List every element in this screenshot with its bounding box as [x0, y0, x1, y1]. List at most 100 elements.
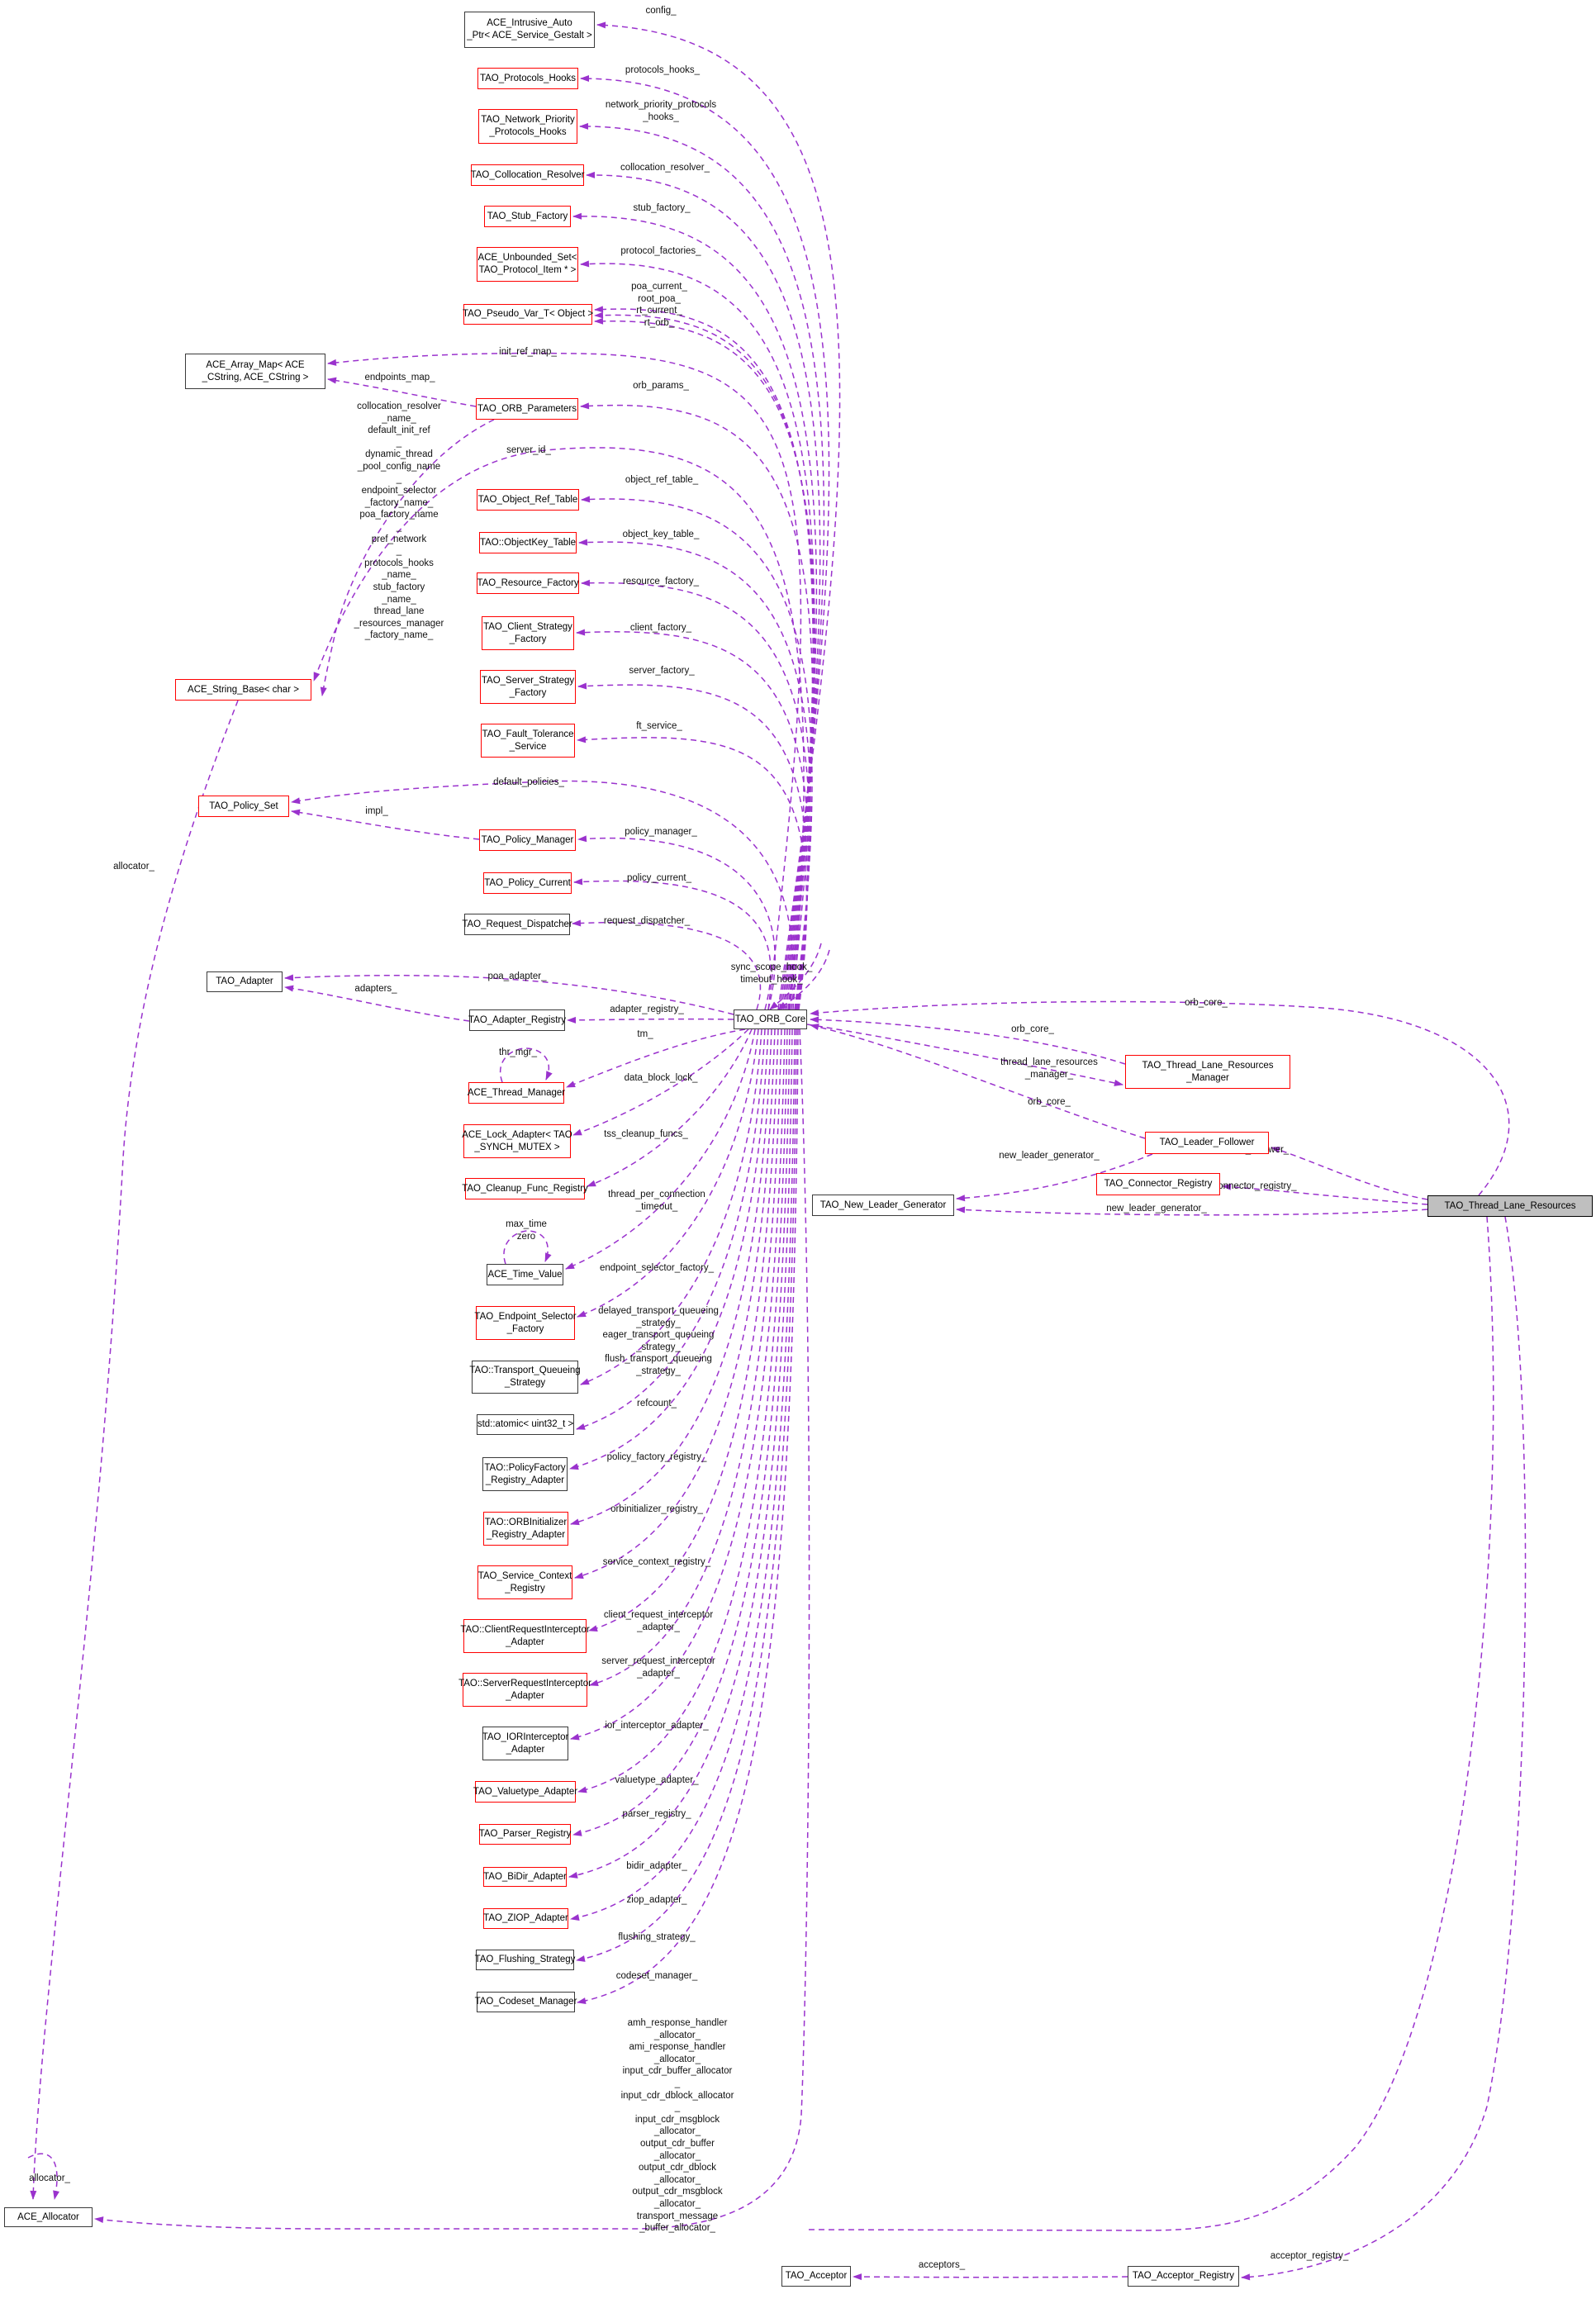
class-node-tao-leader-follower[interactable]: TAO_Leader_Follower [1145, 1132, 1269, 1154]
edge-label-tm: tm_ [637, 1028, 653, 1041]
edge-label-line: output_cdr_dblock [639, 2163, 716, 2173]
class-node-tao-service-context-registry[interactable]: TAO_Service_Context_Registry [477, 1565, 572, 1599]
class-node-tao-policy-manager[interactable]: TAO_Policy_Manager [479, 829, 576, 851]
class-node-tao-acceptor-registry[interactable]: TAO_Acceptor_Registry [1128, 2266, 1239, 2287]
edge-label-line: _adapter_ [637, 1668, 680, 1679]
edge-label-protocols-hooks: protocols_hooks_ [625, 64, 700, 77]
dependency-edge [587, 1028, 753, 1187]
edge-label-line: client_factory_ [629, 623, 692, 633]
class-node-tao-policy-set[interactable]: TAO_Policy_Set [198, 796, 289, 817]
class-node-tao-acceptor[interactable]: TAO_Acceptor [781, 2266, 851, 2287]
class-node-tao-object-ref-table[interactable]: TAO_Object_Ref_Table [477, 489, 579, 511]
edge-label-line: tss_cleanup_funcs_ [604, 1129, 688, 1139]
class-node-tao-server-strategy-factory[interactable]: TAO_Server_Strategy_Factory [480, 670, 576, 704]
class-node-tao-thread-lane-resources-manager[interactable]: TAO_Thread_Lane_Resources_Manager [1125, 1055, 1290, 1089]
class-node-std-atomic-uint32[interactable]: std::atomic< uint32_t > [477, 1414, 574, 1435]
class-node-ace-thread-manager[interactable]: ACE_Thread_Manager [468, 1082, 565, 1104]
edge-label-policy-factory-registry: policy_factory_registry_ [607, 1451, 707, 1464]
edge-label-line: _ [674, 2078, 681, 2088]
class-node-tao-clientrequestinterceptor-adapter[interactable]: TAO::ClientRequestInterceptor_Adapter [460, 1619, 590, 1653]
class-node-tao-ziop-adapter[interactable]: TAO_ZIOP_Adapter [483, 1908, 568, 1929]
class-node-ace-time-value[interactable]: ACE_Time_Value [487, 1264, 563, 1285]
class-node-tao-fault-tolerance-service[interactable]: TAO_Fault_Tolerance_Service [481, 724, 575, 758]
edge-label-string-member-names: collocation_resolver_name_default_init_r… [354, 401, 444, 642]
class-node-label: TAO_Codeset_Manager [474, 1997, 577, 2007]
class-node-tao-orb-parameters[interactable]: TAO_ORB_Parameters [476, 398, 578, 420]
dependency-edge [567, 1016, 734, 1024]
edge-label-client-request-interceptor-adapter: client_request_interceptor_adapter_ [604, 1609, 713, 1633]
class-node-ace-unbounded-set[interactable]: ACE_Unbounded_Set<TAO_Protocol_Item * > [477, 247, 578, 282]
class-node-label: TAO_Object_Ref_Table [477, 494, 578, 505]
edge-label-line: rt_orb_ [644, 317, 675, 328]
class-node-tao-pseudo-var-t[interactable]: TAO_Pseudo_Var_T< Object > [463, 304, 593, 325]
class-node-ace-allocator[interactable]: ACE_Allocator [4, 2207, 93, 2227]
class-node-tao-stub-factory[interactable]: TAO_Stub_Factory [484, 206, 571, 227]
class-node-tao-policyfactory-registry-adapter[interactable]: TAO::PolicyFactory_Registry_Adapter [482, 1457, 568, 1491]
class-node-tao-protocols-hooks[interactable]: TAO_Protocols_Hooks [477, 68, 578, 89]
edge-label-line: config_ [645, 6, 677, 16]
class-node-tao-thread-lane-resources[interactable]: TAO_Thread_Lane_Resources [1427, 1195, 1593, 1217]
edge-label-line: _strategy_ [636, 1318, 681, 1328]
edge-label-codeset-manager: codeset_manager_ [616, 1970, 697, 1983]
class-node-tao-request-dispatcher[interactable]: TAO_Request_Dispatcher [462, 914, 572, 935]
class-node-label: TAO_Flushing_Strategy [474, 1955, 576, 1965]
edge-label-line: amh_response_handler [627, 2018, 728, 2028]
edge-label-resource-factory: resource_factory_ [623, 576, 699, 588]
class-node-tao-adapter-registry[interactable]: TAO_Adapter_Registry [468, 1009, 566, 1031]
class-node-tao-objectkey-table[interactable]: TAO::ObjectKey_Table [479, 532, 577, 553]
class-node-tao-collocation-resolver[interactable]: TAO_Collocation_Resolver [471, 164, 584, 186]
class-node-tao-codeset-manager[interactable]: TAO_Codeset_Manager [474, 1992, 577, 2012]
edge-label-line: _ [396, 473, 402, 484]
dependency-edge [573, 878, 772, 1010]
edge-label-policy-manager: policy_manager_ [625, 826, 697, 838]
class-node-tao-connector-registry[interactable]: TAO_Connector_Registry [1096, 1173, 1220, 1195]
class-node-tao-flushing-strategy[interactable]: TAO_Flushing_Strategy [474, 1950, 576, 1970]
edge-label-line: orb_params_ [633, 381, 689, 391]
dependency-edge [291, 780, 794, 1010]
class-node-tao-client-strategy-factory[interactable]: TAO_Client_Strategy_Factory [482, 616, 574, 650]
class-node-label: ACE_Intrusive_Auto [487, 18, 572, 29]
class-node-ace-lock-adapter[interactable]: ACE_Lock_Adapter< TAO_SYNCH_MUTEX > [462, 1124, 572, 1158]
class-node-tao-orbinitializer-registry-adapter[interactable]: TAO::ORBInitializer_Registry_Adapter [483, 1512, 568, 1546]
edge-label-line: thread_lane_resources [1000, 1057, 1098, 1067]
class-node-tao-policy-current[interactable]: TAO_Policy_Current [483, 872, 572, 894]
class-node-tao-orb-core[interactable]: TAO_ORB_Core [734, 1009, 807, 1029]
dependency-edge [572, 1028, 791, 1836]
class-node-ace-string-base[interactable]: ACE_String_Base< char > [175, 679, 311, 701]
edge-label-line: _adapter_ [637, 1622, 680, 1632]
class-node-tao-adapter[interactable]: TAO_Adapter [207, 971, 283, 992]
edge-label-line: adapters_ [354, 984, 397, 994]
edge-label-line: acceptors_ [918, 2260, 966, 2270]
class-node-label: std::atomic< uint32_t > [477, 1419, 574, 1430]
class-node-tao-iorinterceptor-adapter[interactable]: TAO_IORInterceptor_Adapter [482, 1727, 568, 1760]
edge-label-server-factory: server_factory_ [629, 665, 694, 677]
class-node-ace-array-map[interactable]: ACE_Array_Map< ACE_CString, ACE_CString … [185, 354, 325, 389]
class-node-label: TAO_Thread_Lane_Resources [1142, 1060, 1274, 1071]
class-node-label: TAO_Thread_Lane_Resources [1444, 1200, 1576, 1211]
edge-label-line: timeout_hook_ [740, 974, 803, 985]
edge-label-service-context-registry: service_context_registry_ [603, 1556, 710, 1569]
edge-label-line: input_cdr_buffer_allocator [622, 2066, 733, 2077]
class-node-tao-new-leader-generator[interactable]: TAO_New_Leader_Generator [812, 1195, 954, 1216]
class-node-tao-cleanup-func-registry[interactable]: TAO_Cleanup_Func_Registry [462, 1178, 588, 1199]
class-node-tao-parser-registry[interactable]: TAO_Parser_Registry [479, 1824, 571, 1845]
class-node-label: TAO_New_Leader_Generator [819, 1199, 947, 1210]
class-node-tao-transport-queueing-strategy[interactable]: TAO::Transport_Queueing_Strategy [469, 1361, 581, 1394]
edge-label-orbinitializer-registry: orbinitializer_registry_ [610, 1503, 703, 1516]
edge-label-line: policy_manager_ [625, 827, 697, 837]
dependency-edge [956, 1206, 1428, 1216]
edge-label-line: _resources_manager [354, 618, 444, 629]
class-node-tao-network-priority-protocols-hooks[interactable]: TAO_Network_Priority_Protocols_Hooks [478, 109, 577, 144]
class-node-tao-bidir-adapter[interactable]: TAO_BiDir_Adapter [483, 1867, 567, 1887]
edge-label-line: new_leader_generator_ [1106, 1204, 1207, 1214]
class-node-tao-resource-factory[interactable]: TAO_Resource_Factory [477, 572, 579, 594]
dependency-edge [580, 75, 830, 1010]
class-node-tao-serverrequestinterceptor-adapter[interactable]: TAO::ServerRequestInterceptor_Adapter [458, 1673, 591, 1707]
dependency-edge [1222, 1183, 1428, 1205]
class-node-tao-endpoint-selector-factory[interactable]: TAO_Endpoint_Selector_Factory [474, 1306, 577, 1340]
edge-label-line: acceptor_registry_ [1270, 2251, 1349, 2261]
class-node-ace-intrusive-auto-ptr[interactable]: ACE_Intrusive_Auto_Ptr< ACE_Service_Gest… [464, 12, 595, 48]
edge-label-line: default_policies_ [493, 777, 564, 787]
class-node-tao-valuetype-adapter[interactable]: TAO_Valuetype_Adapter [473, 1781, 577, 1803]
